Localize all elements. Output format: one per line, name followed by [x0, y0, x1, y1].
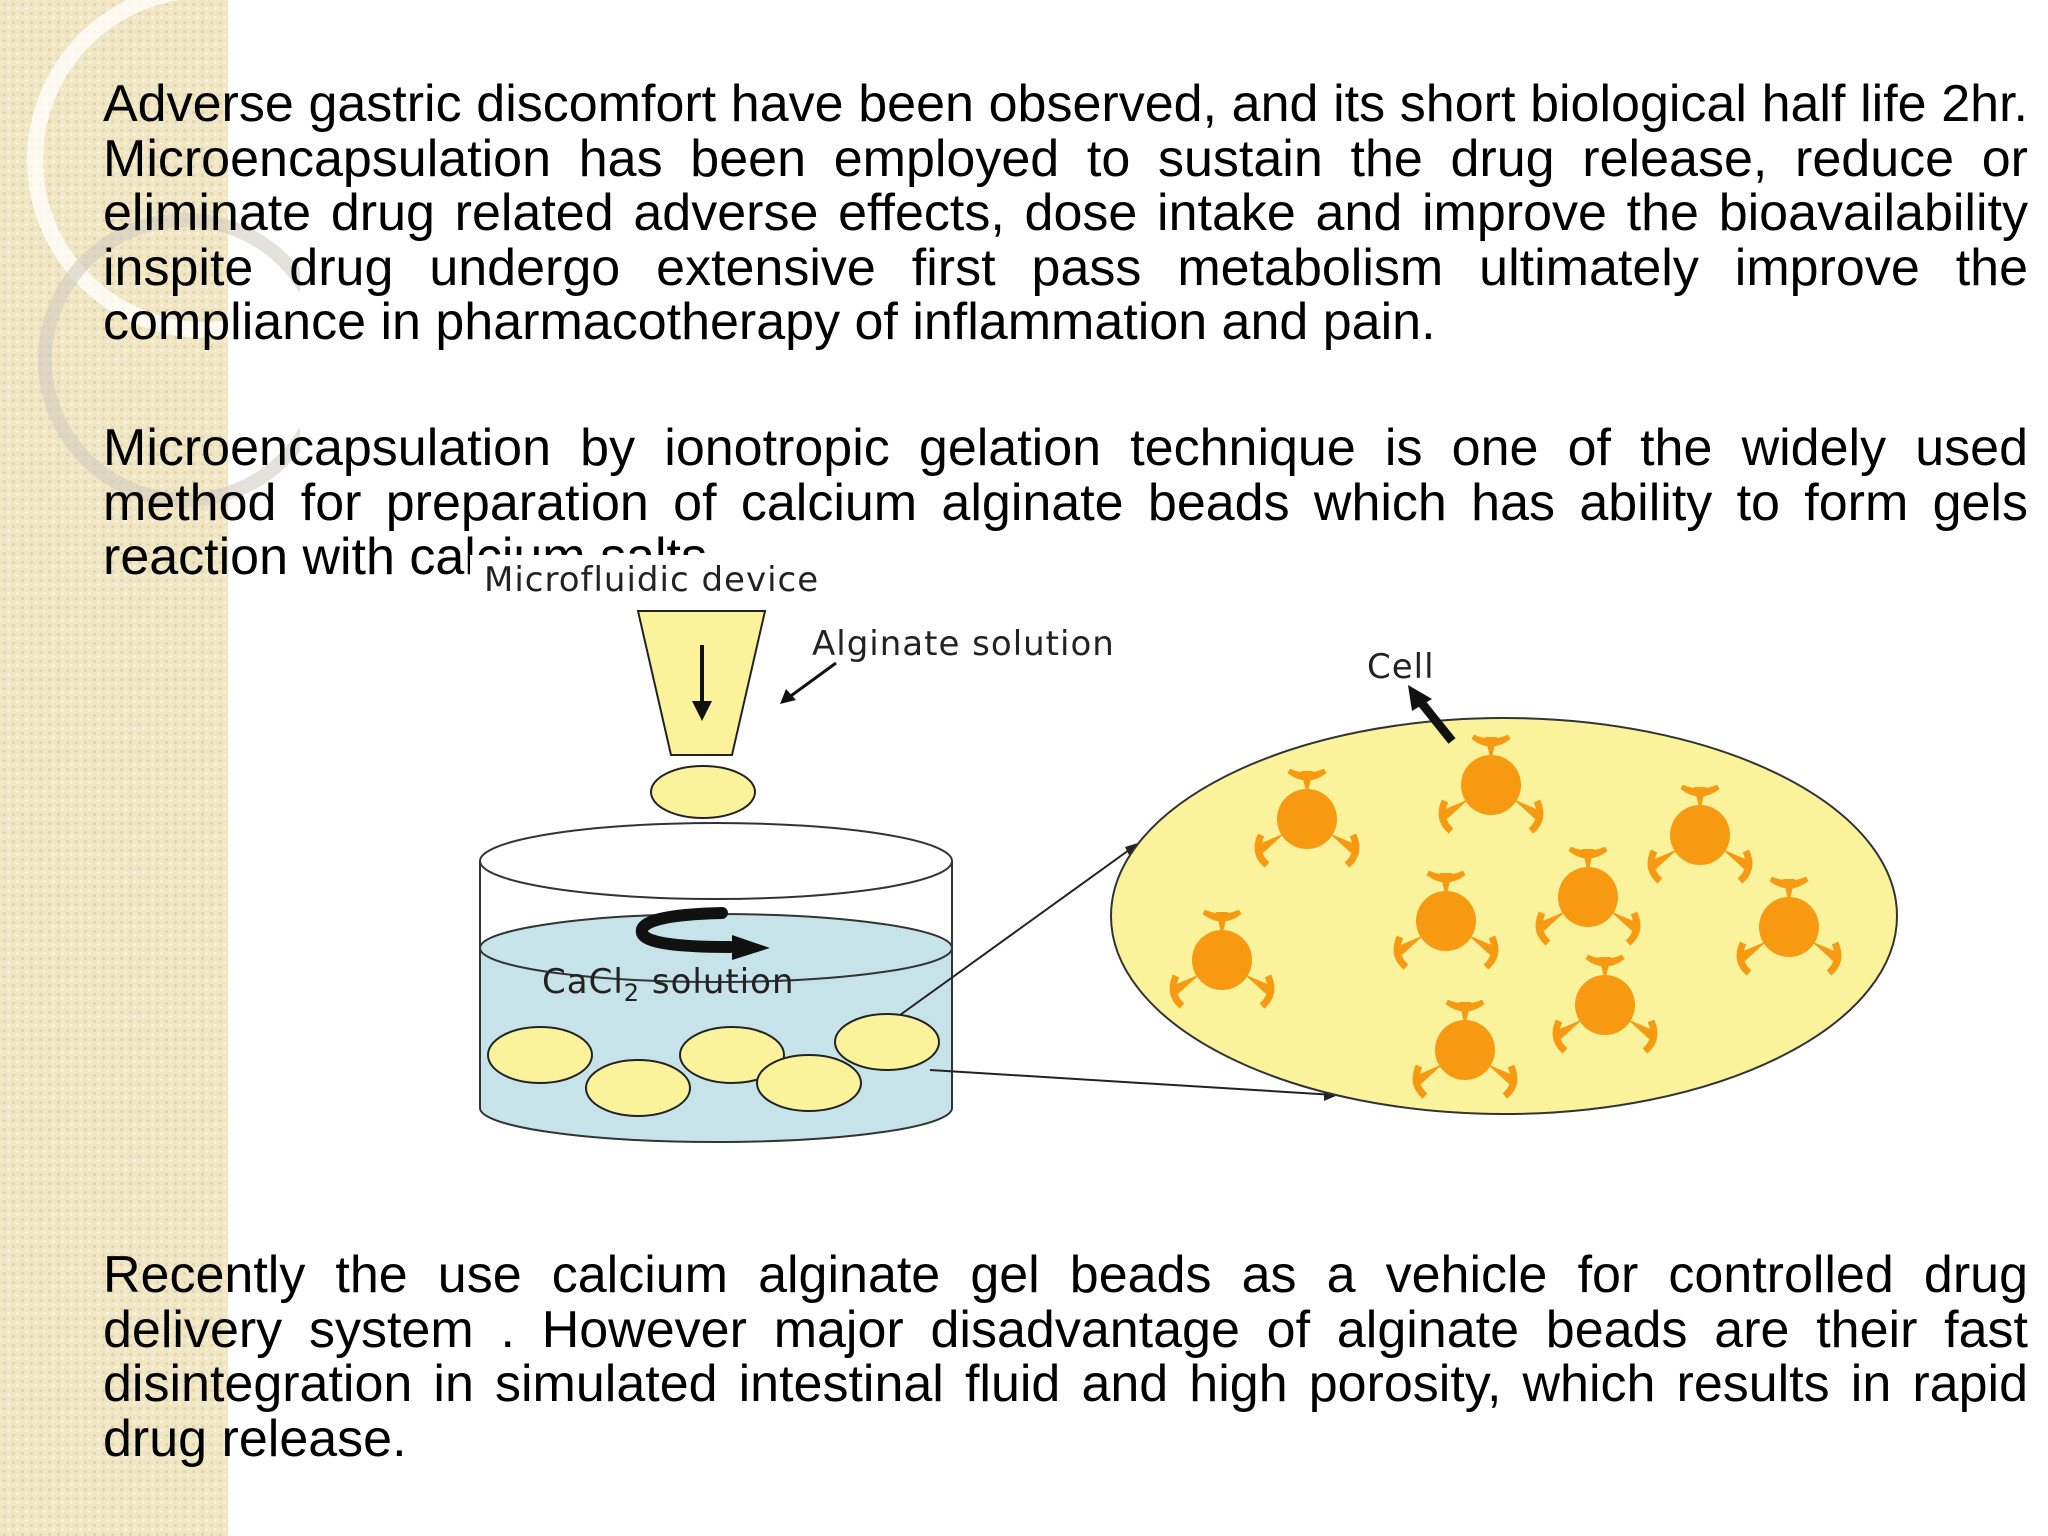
alginate-droplet: [650, 765, 756, 819]
label-cell: Cell: [1367, 647, 1435, 687]
bead: [679, 1026, 785, 1084]
paragraph-ionotropic-gelation: Microencapsulation by ionotropic gelatio…: [103, 421, 2028, 586]
bead: [487, 1026, 593, 1084]
label-cacl2-solution: CaCl2 solution: [542, 962, 795, 1007]
beaker-rim: [479, 822, 953, 900]
decorative-side-strip: [0, 0, 228, 1536]
label-alginate-solution: Alginate solution: [812, 624, 1115, 664]
bead: [756, 1054, 862, 1112]
decorative-circles: [27, 0, 300, 507]
label-microfluidic-device: Microfluidic device: [484, 560, 819, 600]
bead: [834, 1013, 940, 1071]
microencapsulation-diagram: Microfluidic device Alginate solution Ca…: [470, 555, 1910, 1155]
paragraph-calcium-alginate-beads: Recently the use calcium alginate gel be…: [103, 1246, 2028, 1468]
paragraph-gastric-discomfort: Adverse gastric discomfort have been obs…: [103, 75, 2028, 351]
bead: [585, 1059, 691, 1117]
